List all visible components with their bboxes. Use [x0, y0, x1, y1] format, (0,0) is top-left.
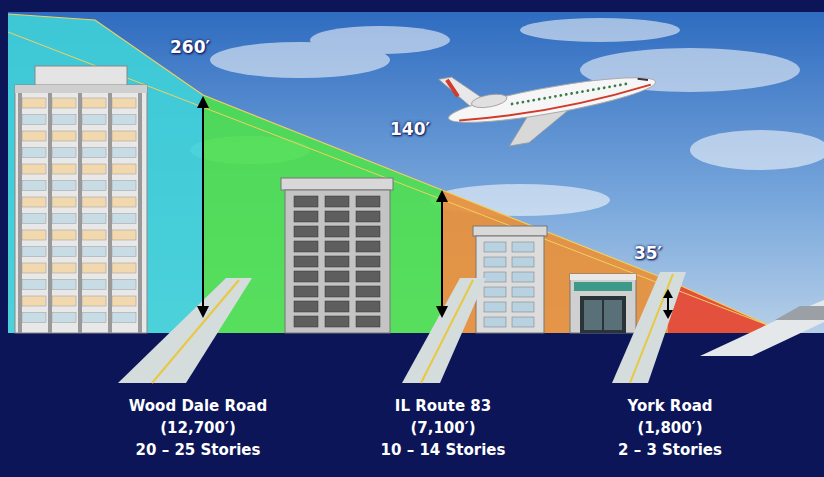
road-label: York Road: [627, 398, 712, 415]
airplane: [439, 42, 662, 156]
road-label: 20 – 25 Stories: [136, 442, 261, 459]
height-limit-label: 260′: [170, 38, 210, 58]
road-label: (12,700′): [160, 420, 236, 437]
dimension-arrows: [197, 96, 673, 319]
road-label: IL Route 83: [395, 398, 491, 415]
road-label: (7,100′): [410, 420, 475, 437]
clouds: [190, 18, 824, 216]
height-limit-label: 35′: [634, 244, 662, 264]
zone-red: [668, 280, 775, 333]
runway: [700, 300, 824, 356]
road-label: (1,800′): [637, 420, 702, 437]
tall-building: [15, 66, 147, 333]
shop-building: [570, 274, 636, 333]
sky: [8, 12, 824, 333]
zone-orange: [442, 190, 668, 333]
mid-building: [281, 178, 393, 333]
height-limit-label: 140′: [390, 120, 430, 140]
road-label: 2 – 3 Stories: [618, 442, 722, 459]
road-label: Wood Dale Road: [129, 398, 267, 415]
zone-cyan: [8, 14, 203, 333]
road-label: 10 – 14 Stories: [381, 442, 506, 459]
